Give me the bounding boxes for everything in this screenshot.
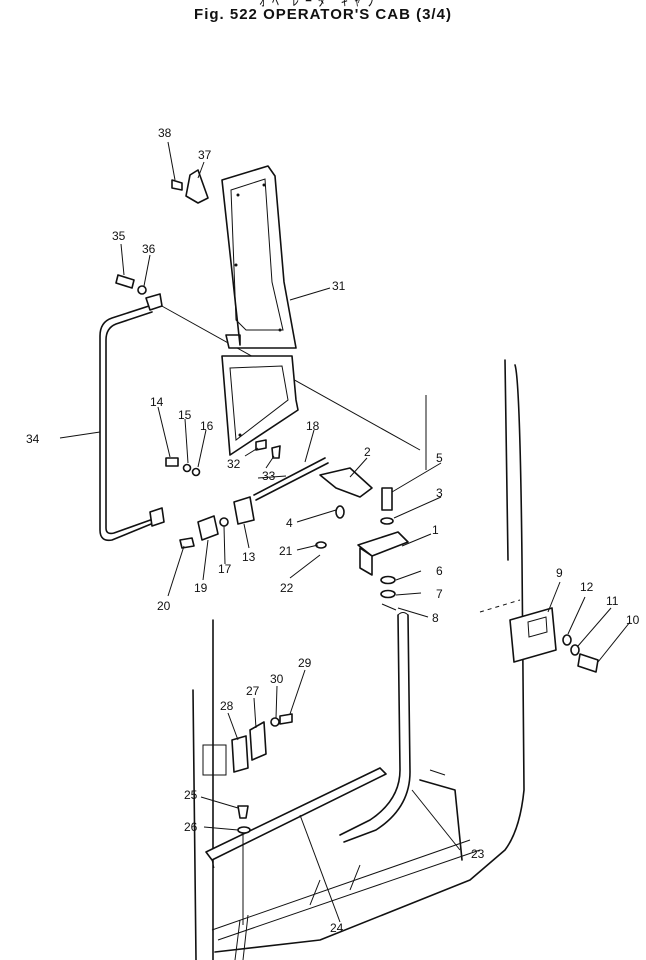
callout-8: 8 [432, 611, 439, 625]
rod [253, 457, 326, 496]
dashed-guide [479, 599, 521, 613]
callout-4: 4 [286, 516, 293, 530]
callout-31: 31 [332, 279, 346, 293]
bolt-29 [279, 713, 293, 725]
callout-32: 32 [227, 457, 241, 471]
bolt-38 [171, 179, 183, 191]
callout-17: 17 [218, 562, 232, 576]
callout-10: 10 [626, 613, 640, 627]
bolt-5 [381, 487, 393, 511]
hinge-plate-1 [359, 547, 373, 576]
header-kana: ｵﾍﾟﾚｰﾀ ｷｬﾌﾞ [259, 0, 387, 9]
pin-8 [381, 603, 397, 611]
callout-19: 19 [194, 581, 208, 595]
callout-16: 16 [200, 419, 214, 433]
washer-36 [137, 285, 147, 295]
washer-16 [191, 467, 201, 477]
handrail-bracket-top [145, 293, 163, 311]
bolt-25 [237, 805, 249, 819]
callout-25: 25 [184, 788, 198, 802]
callout-28: 28 [220, 699, 234, 713]
callout-22: 22 [280, 581, 294, 595]
door-seal [339, 614, 401, 836]
washer-6 [380, 575, 396, 585]
callout-26: 26 [184, 820, 198, 834]
callout-27: 27 [246, 684, 260, 698]
callout-20: 20 [157, 599, 171, 613]
figure-title: Fig. 522 OPERATOR'S CAB (3/4) [194, 6, 452, 23]
callout-37: 37 [198, 148, 212, 162]
catch-plate [233, 496, 255, 525]
striker-19 [197, 515, 219, 541]
nut-17 [219, 517, 229, 527]
door-catch-plate [509, 607, 557, 663]
callout-29: 29 [298, 656, 312, 670]
callout-21: 21 [279, 544, 293, 558]
handrail [99, 304, 157, 542]
callout-1: 1 [432, 523, 439, 537]
callout-23: 23 [471, 847, 485, 861]
bracket-27 [249, 721, 267, 761]
lever-bracket [319, 467, 373, 498]
sill-rail [205, 767, 387, 861]
callout-labels: 38 37 35 36 31 34 14 15 16 18 2 5 3 4 1 … [26, 126, 640, 935]
callout-18: 18 [306, 419, 320, 433]
screw-32 [255, 439, 267, 451]
callout-7: 7 [436, 587, 443, 601]
bolt-14 [165, 457, 179, 467]
cab-frame [192, 359, 525, 960]
washer-7 [380, 589, 396, 599]
callout-35: 35 [112, 229, 126, 243]
bolt-35 [115, 274, 135, 289]
callout-2: 2 [364, 445, 371, 459]
clip-37 [185, 169, 209, 204]
leader-lines [59, 141, 631, 923]
bolt-10 [577, 653, 599, 673]
callout-14: 14 [150, 395, 164, 409]
rod-2 [255, 462, 329, 501]
callout-6: 6 [436, 564, 443, 578]
spring-4 [335, 505, 345, 519]
washer-11 [570, 644, 580, 656]
window-panel [221, 165, 299, 456]
callout-5: 5 [436, 451, 443, 465]
callout-13: 13 [242, 550, 256, 564]
callout-12: 12 [580, 580, 594, 594]
callout-38: 38 [158, 126, 172, 140]
callout-9: 9 [556, 566, 563, 580]
callout-3: 3 [436, 486, 443, 500]
callout-15: 15 [178, 408, 192, 422]
bolt-20 [179, 537, 195, 549]
callout-24: 24 [330, 921, 344, 935]
washer-12 [562, 634, 572, 646]
washer-30 [270, 717, 280, 727]
screw-33 [271, 445, 281, 459]
callout-34: 34 [26, 432, 40, 446]
callout-11: 11 [606, 594, 619, 608]
callout-33: 33 [262, 469, 276, 483]
washer-3 [380, 517, 394, 525]
handrail-inner [105, 311, 157, 535]
handrail-bracket-bottom [149, 507, 165, 527]
bracket-28 [231, 735, 249, 773]
callout-36: 36 [142, 242, 156, 256]
washer-15 [182, 463, 192, 473]
washer-26 [237, 826, 251, 834]
callout-30: 30 [270, 672, 284, 686]
